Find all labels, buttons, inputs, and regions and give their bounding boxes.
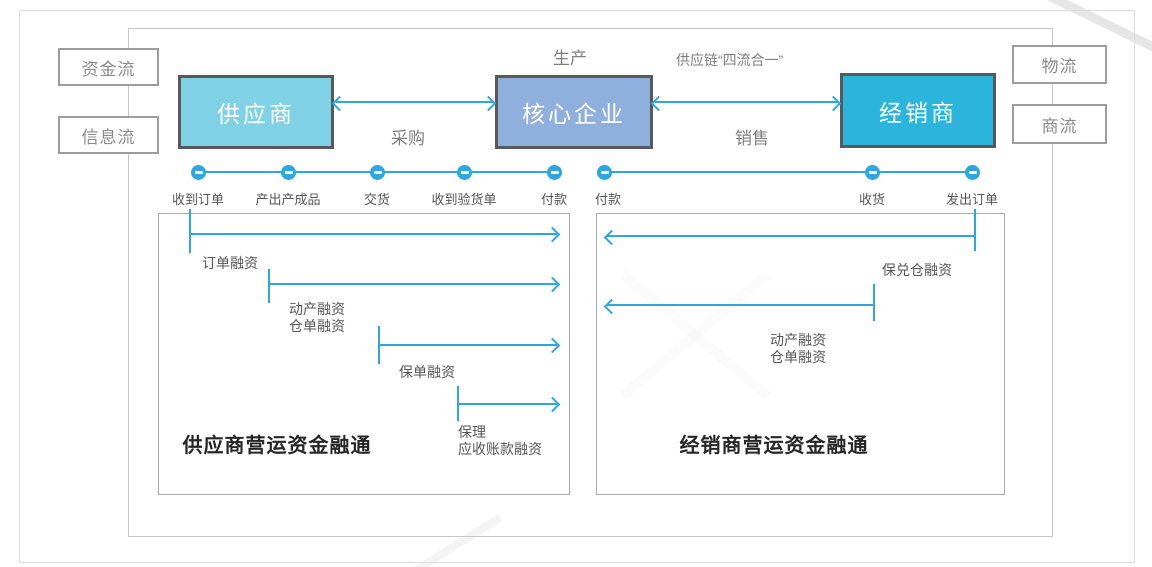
label-sales: 销售 <box>735 129 769 148</box>
arrowhead-right-icon <box>544 396 561 413</box>
timeline-label: 交货 <box>363 192 391 207</box>
timeline-node-icon <box>965 165 980 180</box>
timeline-node-icon <box>370 165 385 180</box>
panel-distributor-financing: 保兑仓融资 动产融资 仓单融资 经销商营运资金融通 <box>596 209 1005 495</box>
inner-frame <box>128 28 1053 537</box>
entity-core-enterprise-label: 核心企业 <box>522 101 626 127</box>
tag-logistics-flow-label: 物流 <box>1041 57 1078 76</box>
financing-label: 保单融资 <box>399 364 455 380</box>
timeline-label: 付款 <box>540 192 568 207</box>
entity-distributor-label: 经销商 <box>879 99 957 126</box>
timeline-node-icon <box>597 165 612 180</box>
timeline-label: 发出订单 <box>945 192 999 207</box>
financing-arrow <box>379 344 557 346</box>
timeline-node-icon <box>281 165 296 180</box>
entity-core-enterprise: 核心企业 <box>495 75 653 149</box>
outer-frame <box>19 10 1135 563</box>
financing-arrow <box>269 283 557 285</box>
financing-arrow <box>458 403 557 405</box>
timeline-node-icon <box>865 165 880 180</box>
financing-label: 动产融资 仓单融资 <box>289 301 345 334</box>
timeline-node-icon <box>547 165 562 180</box>
timeline-node-icon <box>457 165 472 180</box>
financing-label: 保理 应收账款融资 <box>458 424 542 457</box>
arrowhead-right-icon <box>544 226 561 243</box>
financing-arrow <box>607 235 975 237</box>
timeline-label: 收到订单 <box>171 192 225 207</box>
tag-capital-flow: 资金流 <box>58 48 159 86</box>
entity-distributor: 经销商 <box>840 73 996 148</box>
arrowhead-left-icon <box>603 298 620 315</box>
tag-information-flow-label: 信息流 <box>81 127 136 147</box>
tag-commerce-flow-label: 商流 <box>1041 116 1078 136</box>
timeline-label: 产出产成品 <box>255 192 321 207</box>
panel-title: 供应商营运资金融通 <box>182 435 372 457</box>
financing-label: 动产融资 仓单融资 <box>770 332 826 365</box>
tag-commerce-flow: 商流 <box>1012 104 1107 144</box>
timeline-label: 收到验货单 <box>431 192 497 207</box>
financing-arrow <box>607 304 874 306</box>
arrowhead-right-icon <box>544 337 561 354</box>
timeline-node-icon <box>191 165 206 180</box>
arrowhead-right-icon <box>544 276 561 293</box>
financing-arrow <box>190 233 557 235</box>
timeline-label: 付款 <box>594 192 622 207</box>
tag-capital-flow-label: 资金流 <box>81 59 136 79</box>
label-procurement: 采购 <box>391 129 425 148</box>
tag-logistics-flow: 物流 <box>1012 45 1107 84</box>
entity-supplier: 供应商 <box>178 75 334 149</box>
arrowhead-left-icon <box>603 229 620 246</box>
panel-supplier-financing: 订单融资 动产融资 仓单融资 保单融资 保理 应收账款融资 供应商营运资金融通 <box>158 209 570 495</box>
financing-label: 订单融资 <box>202 255 258 271</box>
entity-supplier-label: 供应商 <box>217 101 295 127</box>
label-slogan: 供应链“四流合一” <box>676 52 784 68</box>
tag-information-flow: 信息流 <box>58 116 159 154</box>
timeline-label: 收货 <box>858 192 886 207</box>
label-production: 生产 <box>553 49 587 68</box>
panel-title: 经销商营运资金融通 <box>679 435 869 457</box>
financing-label: 保兑仓融资 <box>882 262 952 278</box>
